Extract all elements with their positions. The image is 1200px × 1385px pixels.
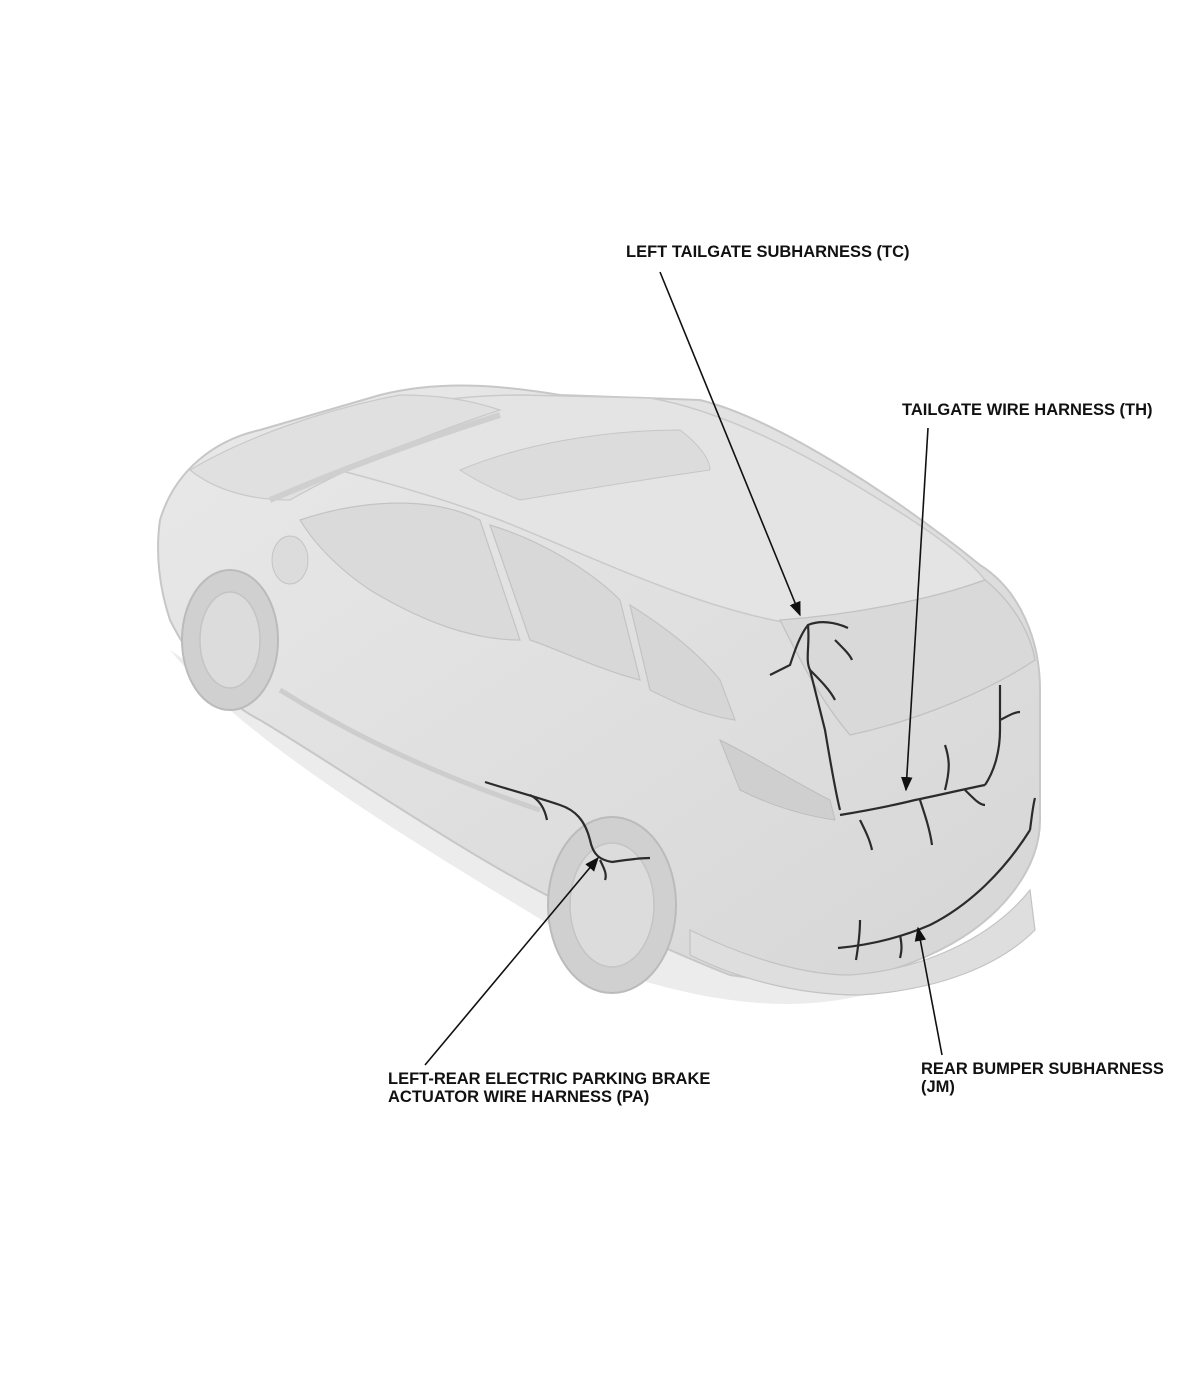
- parking-brake-harness-pa: [484, 780, 651, 881]
- label-tc-text: LEFT TAILGATE SUBHARNESS (TC): [626, 243, 910, 261]
- label-jm-line1: REAR BUMPER SUBHARNESS: [921, 1060, 1164, 1078]
- label-tailgate-wire-harness: TAILGATE WIRE HARNESS (TH): [902, 401, 1153, 419]
- label-rear-bumper-subharness: REAR BUMPER SUBHARNESS (JM): [921, 1060, 1164, 1096]
- leader-th: [901, 427, 929, 792]
- label-parking-brake-harness: LEFT-REAR ELECTRIC PARKING BRAKE ACTUATO…: [388, 1070, 710, 1106]
- vehicle-body: [157, 384, 1041, 1004]
- leader-tc: [659, 271, 801, 617]
- label-pa-line1: LEFT-REAR ELECTRIC PARKING BRAKE: [388, 1070, 711, 1088]
- rear-bumper-subharness-jm: [837, 797, 1037, 961]
- leader-pa: [424, 856, 599, 1066]
- leader-lines: [424, 271, 943, 1066]
- label-left-tailgate-subharness: LEFT TAILGATE SUBHARNESS (TC): [626, 243, 910, 261]
- label-jm-line2: (JM): [921, 1078, 955, 1096]
- tailgate-wire-harness-th: [839, 685, 1021, 851]
- tailgate-subharness-tc: [769, 621, 854, 811]
- leader-jm: [914, 926, 943, 1056]
- label-th-text: TAILGATE WIRE HARNESS (TH): [902, 401, 1153, 419]
- label-pa-line2: ACTUATOR WIRE HARNESS (PA): [388, 1088, 650, 1106]
